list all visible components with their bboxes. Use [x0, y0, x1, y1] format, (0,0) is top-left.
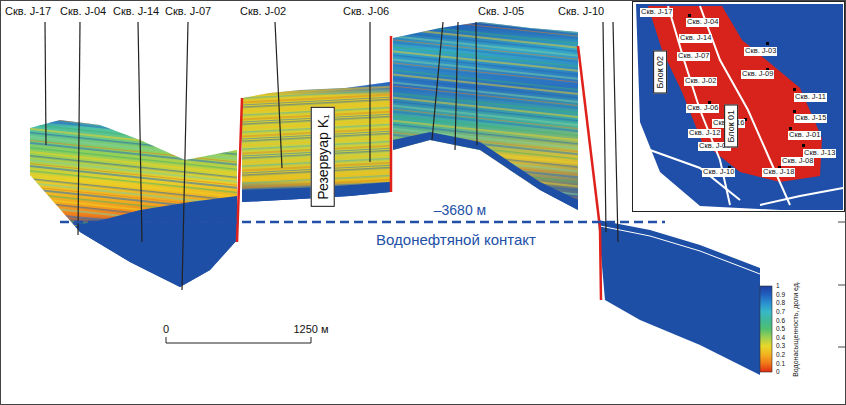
- text-label: Скв. J-12: [688, 129, 721, 138]
- text-label: 0.5: [776, 325, 785, 332]
- text-label: Скв. J-02: [684, 77, 717, 86]
- layer-stripes: [242, 82, 390, 202]
- layer-stripes: [393, 22, 578, 210]
- text-label: Скв. J-06: [343, 5, 389, 18]
- text-label: 1250 м: [293, 323, 328, 336]
- reservoir-block: [242, 82, 390, 202]
- text-label: Скв. J-01: [788, 131, 821, 140]
- text-label: Скв. J-09: [741, 70, 774, 79]
- text-label: Скв. J-02: [240, 5, 286, 18]
- text-label: Скв. J-11: [794, 93, 827, 102]
- text-label: 0.4: [776, 334, 785, 341]
- text-label: 0.8: [776, 299, 785, 306]
- text-label: Скв. J-07: [677, 52, 710, 61]
- layer-stripes: [30, 120, 237, 287]
- water-zone: [393, 132, 578, 210]
- water-zone: [598, 220, 760, 375]
- box-text: Блок 01: [726, 110, 736, 143]
- inset-map-field: [636, 4, 843, 210]
- inset-frame: [633, 2, 845, 212]
- text-label: 0.3: [776, 342, 785, 349]
- text-label: Скв. J-17: [640, 8, 673, 17]
- layer-line: [600, 226, 760, 274]
- text-label: 0.6: [776, 317, 785, 324]
- text-label: Скв. J-10: [702, 168, 735, 177]
- water-zone: [75, 196, 237, 287]
- text-label: Скв. J-15: [794, 114, 827, 123]
- text-label: Скв. J-05: [478, 5, 524, 18]
- text-label: Скв. J-06: [686, 104, 719, 113]
- text-label: 0.1: [776, 360, 785, 367]
- text-label: Скв. J-10: [558, 5, 604, 18]
- text-label: Скв. J-17: [5, 5, 51, 18]
- text-label: Скв. J-03: [744, 47, 777, 56]
- text-label: 0: [163, 323, 169, 336]
- text-label: 0.7: [776, 308, 785, 315]
- text-label: Скв. J-04: [60, 5, 106, 18]
- oil-water-contact-line: [60, 221, 665, 224]
- fault-line: [237, 36, 601, 300]
- reservoir-box: Резервуар K₁: [311, 107, 335, 207]
- box-text: Резервуар K₁: [315, 114, 331, 200]
- reservoir-block: [30, 120, 237, 287]
- text-label: 0: [776, 368, 780, 375]
- block-box: Блок 01: [724, 105, 738, 148]
- text-label: Скв. J-04: [686, 18, 719, 27]
- box-text: Блок 02: [655, 56, 665, 89]
- colorbar: [760, 286, 772, 372]
- text-label: 0.2: [776, 351, 785, 358]
- reservoir-block: [393, 22, 578, 210]
- text-label: 1: [776, 282, 780, 289]
- text-label: Скв. J-14: [113, 5, 159, 18]
- text-label: Скв. J-14: [679, 34, 712, 43]
- contact-label: Водонефтяной контакт: [376, 231, 536, 248]
- inset-fault: [650, 6, 843, 205]
- text-label: Скв. J-07: [165, 5, 211, 18]
- text-label: Водонасыщенность, доли ед.: [792, 281, 800, 377]
- scale-bar: [166, 337, 311, 343]
- block-box: Блок 02: [653, 51, 667, 94]
- well-trajectory: [45, 22, 618, 290]
- text-label: 0.9: [776, 291, 785, 298]
- depth-label: –3680 м: [434, 202, 486, 218]
- text-label: Скв. J-18: [762, 168, 795, 177]
- text-label: Скв. J-08: [781, 157, 814, 166]
